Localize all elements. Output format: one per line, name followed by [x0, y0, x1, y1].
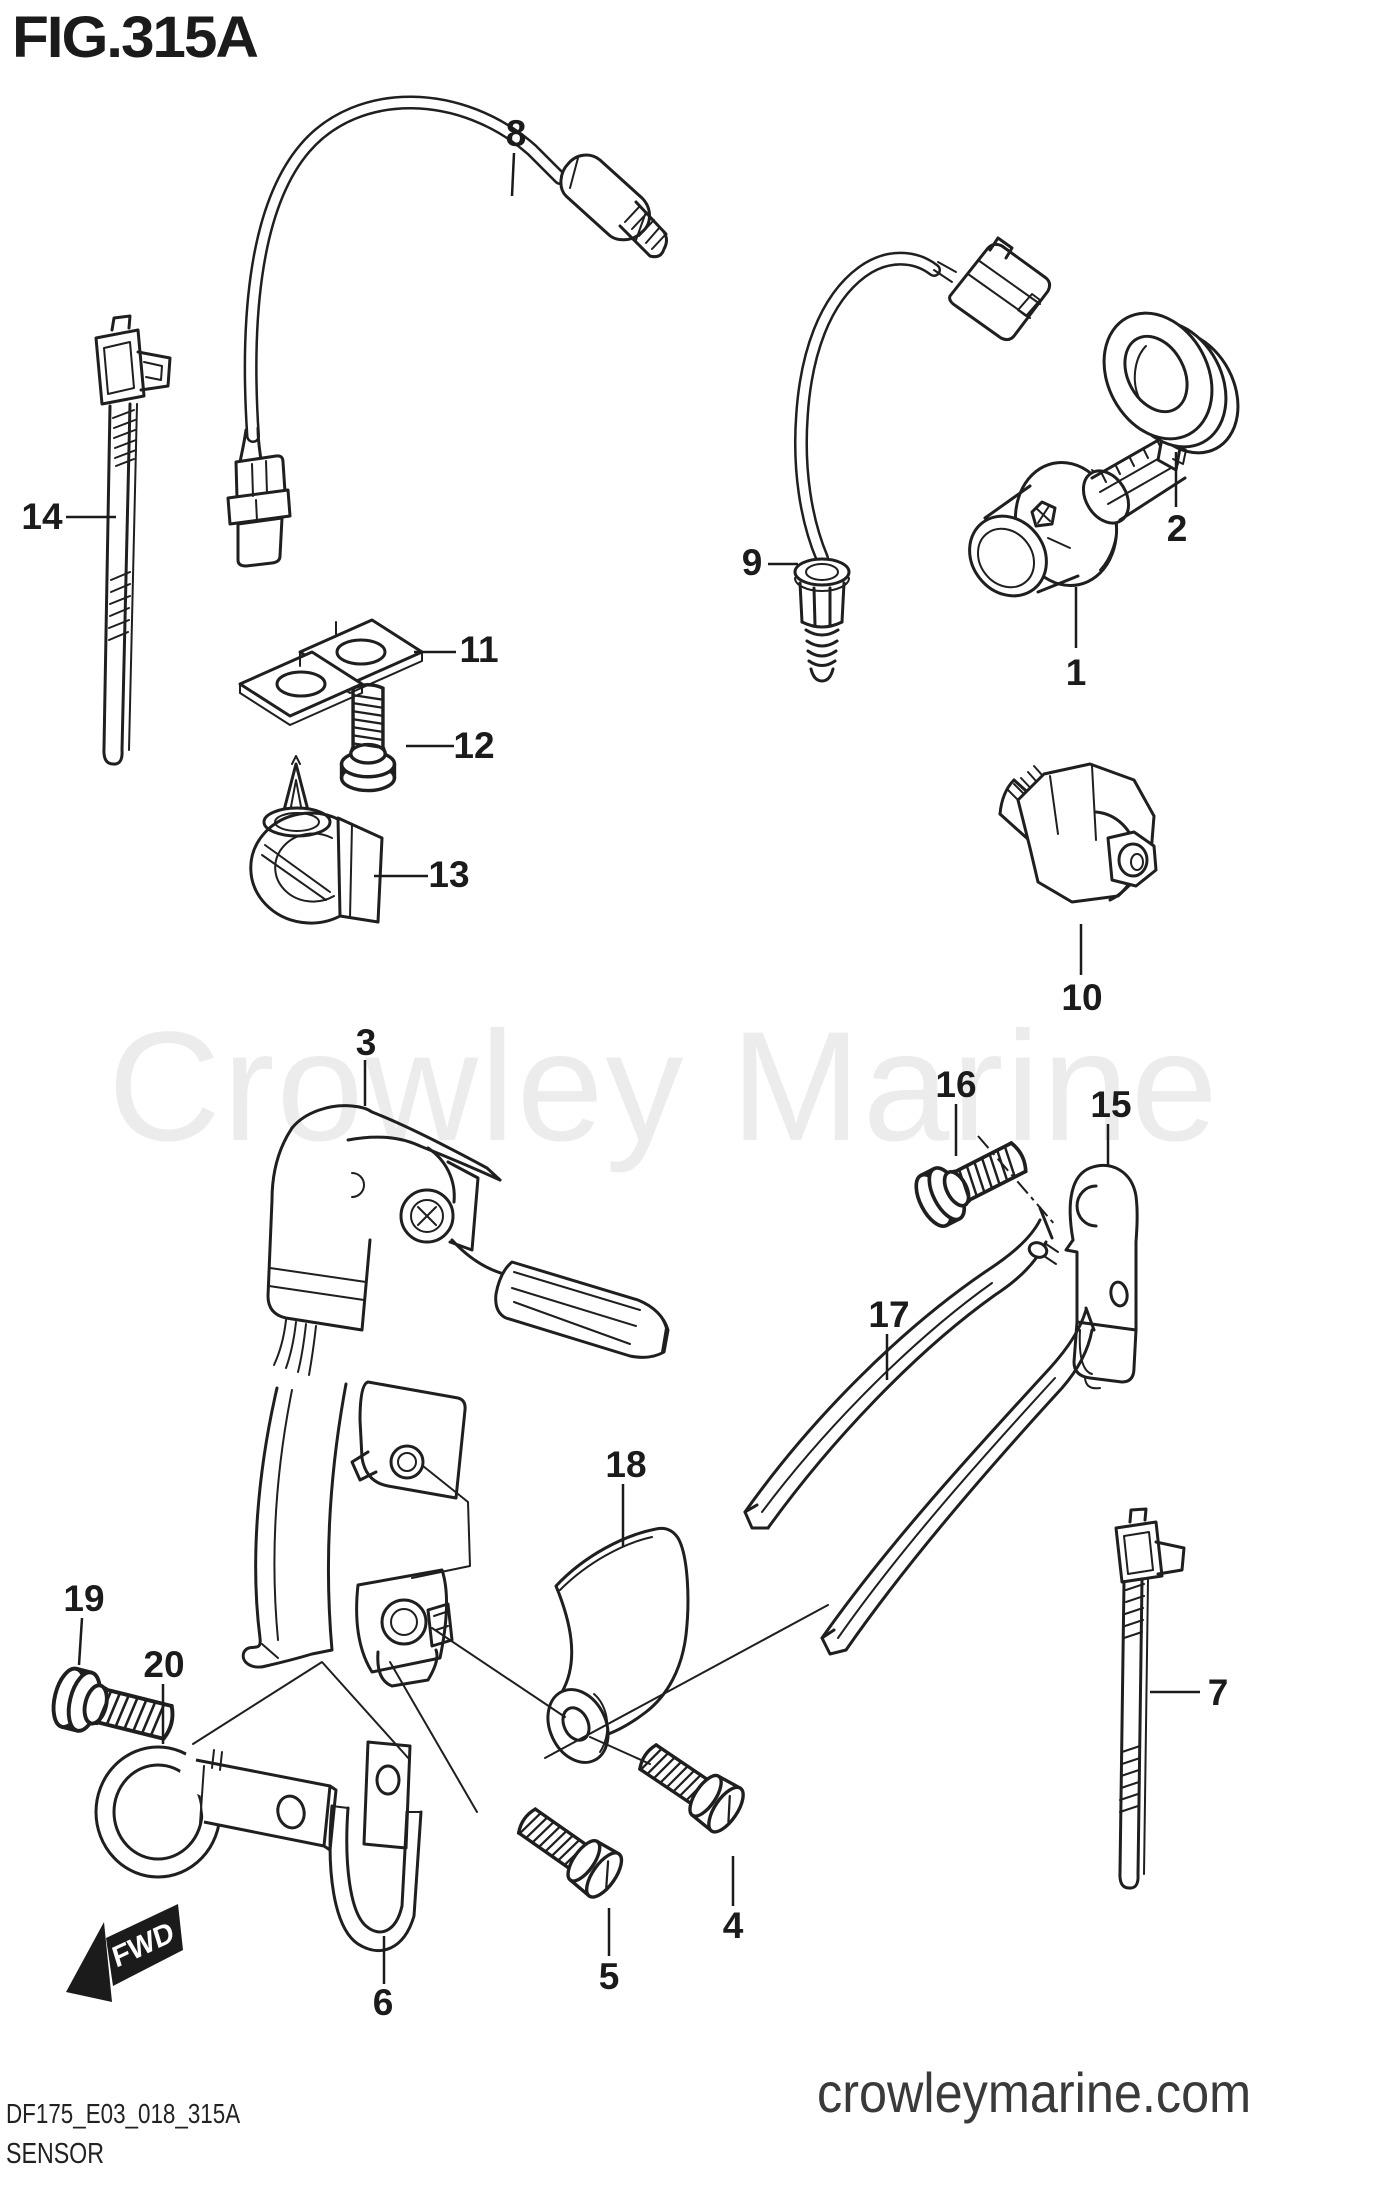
part-15-bracket-illustration: [1064, 1164, 1139, 1390]
part-13-clamp-illustration: [249, 755, 384, 925]
callout-10: 10: [1061, 977, 1102, 1018]
callout-leader-19: [77, 1617, 84, 1666]
drawing-name: SENSOR: [6, 2138, 104, 2170]
callout-14: 14: [21, 496, 63, 537]
website-text: crowleymarine.com: [817, 2061, 1252, 2124]
projection-lines: [192, 1135, 1057, 1813]
callout-leader-8: [510, 152, 516, 197]
part-9-sensor-illustration: [793, 236, 1052, 683]
callout-5: 5: [599, 1956, 620, 1997]
part-5-bolt-illustration: [507, 1796, 630, 1905]
drawing-code: DF175_E03_018_315A: [6, 2098, 241, 2129]
callout-12: 12: [453, 725, 494, 766]
callout-8: 8: [506, 113, 527, 154]
part-6-cover-illustration: [328, 1740, 423, 1953]
callout-6: 6: [373, 1982, 394, 2023]
figure-title: FIG.315A: [12, 5, 259, 70]
callout-16: 16: [935, 1064, 976, 1105]
callout-13: 13: [428, 854, 469, 895]
part-16-bolt-illustration: [907, 1128, 1037, 1234]
callout-15: 15: [1090, 1084, 1131, 1125]
part-3-sensor-assembly-illustration: [241, 1104, 670, 1669]
part-7-cable-tie-illustration: [1114, 1507, 1186, 1890]
part-17-bracket-illustration: [743, 1206, 1096, 1656]
callout-2: 2: [1167, 508, 1188, 549]
callout-11: 11: [459, 629, 498, 670]
mount-plate-illustration: [355, 1568, 454, 1688]
callout-3: 3: [356, 1022, 377, 1063]
callout-17: 17: [868, 1294, 909, 1335]
callout-20: 20: [143, 1644, 184, 1685]
callout-7: 7: [1208, 1672, 1229, 1713]
part-4-bolt-illustration: [629, 1732, 752, 1839]
part-12-bolt-illustration: [339, 683, 397, 793]
part-20-clamp-illustration: [94, 1745, 338, 1879]
part-8-sensor-illustration: [226, 95, 668, 568]
part-10-knock-sensor-illustration: [998, 762, 1158, 904]
watermark: Crowley Marine: [108, 1000, 1220, 1174]
callout-18: 18: [605, 1444, 646, 1485]
part-11-bracket-illustration: [238, 618, 424, 726]
washer-illustration: [546, 1688, 610, 1764]
part-1-holder-illustration: [968, 436, 1187, 598]
fwd-arrow: FWD: [66, 1904, 183, 2002]
callout-19: 19: [63, 1578, 104, 1619]
part-14-cable-tie-illustration: [94, 314, 172, 766]
callout-4: 4: [723, 1905, 744, 1946]
part-2-grommet-illustration: [1102, 311, 1240, 455]
callout-9: 9: [742, 542, 763, 583]
callout-1: 1: [1066, 652, 1087, 693]
